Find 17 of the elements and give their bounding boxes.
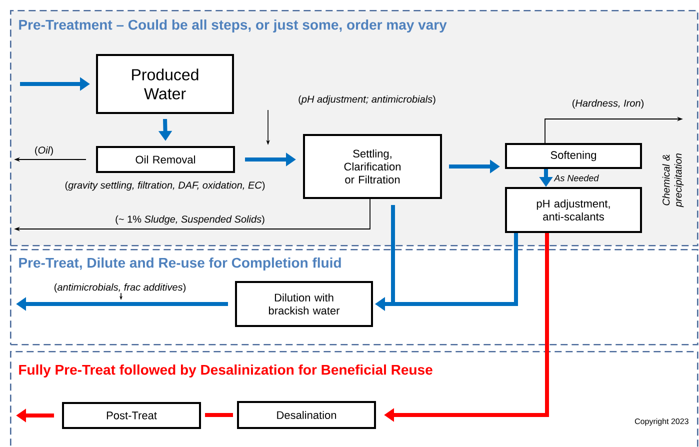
process-box: Softening xyxy=(505,143,642,169)
process-box: Desalination xyxy=(237,401,376,429)
process-box: pH adjustment, anti-scalants xyxy=(505,187,642,233)
edge-label: (Hardness, Iron) xyxy=(572,99,644,109)
process-box: Post-Treat xyxy=(62,402,201,429)
note-text: (antimicrobials, frac additives) xyxy=(54,283,186,293)
note-text: Chemical & precipitation xyxy=(662,154,684,208)
process-box: Dilution with brackish water xyxy=(235,281,373,327)
note-text: Copyright 2023 xyxy=(634,418,688,426)
process-box: Produced Water xyxy=(96,54,234,114)
note-text: (gravity settling, filtration, DAF, oxidation, EC) xyxy=(65,181,265,191)
edge-label: (~ 1% Sludge, Suspended Solids) xyxy=(116,215,264,225)
process-box: Oil Removal xyxy=(96,146,235,173)
process-box: Settling, Clarification or Filtration xyxy=(303,134,442,199)
edge-label: (Oil) xyxy=(35,146,53,156)
note-text: (pH adjustment; antimicrobials) xyxy=(298,95,436,105)
edge-label: As Needed xyxy=(554,174,599,182)
